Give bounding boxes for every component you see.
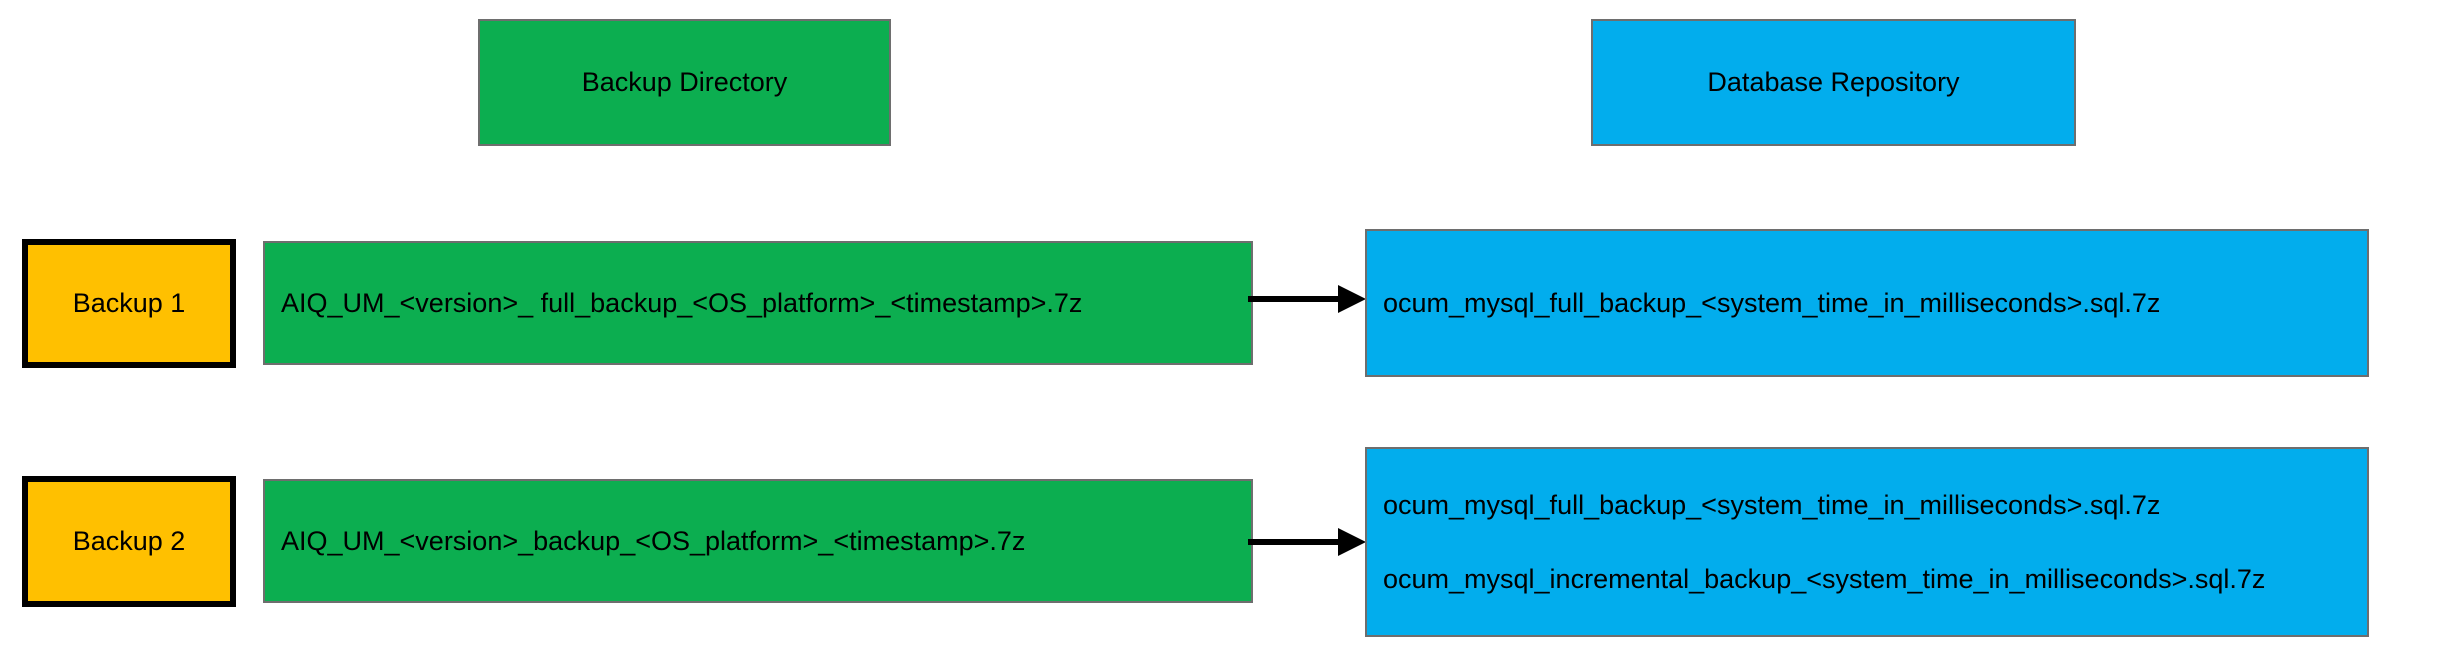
column-header-database-repository: Database Repository (1591, 19, 2076, 146)
backup-2-target-filename-1: ocum_mysql_full_backup_<system_time_in_m… (1383, 489, 2161, 520)
column-header-database-repository-label: Database Repository (1707, 67, 1960, 98)
backup-1-source-box: AIQ_UM_<version>_ full_backup_<OS_platfo… (263, 241, 1253, 365)
backup-2-source-box: AIQ_UM_<version>_backup_<OS_platform>_<t… (263, 479, 1253, 603)
backup-2-label-box: Backup 2 (22, 476, 236, 607)
arrow-backup-2 (1248, 527, 1368, 557)
backup-2-label: Backup 2 (72, 526, 186, 557)
arrow-backup-1 (1248, 284, 1368, 314)
backup-2-target-filename-2: ocum_mysql_incremental_backup_<system_ti… (1383, 564, 2266, 594)
backup-2-source-filename: AIQ_UM_<version>_backup_<OS_platform>_<t… (281, 525, 1026, 556)
backup-2-target-box: ocum_mysql_full_backup_<system_time_in_m… (1365, 447, 2369, 637)
backup-1-source-filename: AIQ_UM_<version>_ full_backup_<OS_platfo… (281, 287, 1083, 318)
backup-1-label: Backup 1 (72, 288, 186, 319)
column-header-backup-directory-label: Backup Directory (581, 67, 788, 98)
column-header-backup-directory: Backup Directory (478, 19, 891, 146)
backup-1-target-box: ocum_mysql_full_backup_<system_time_in_m… (1365, 229, 2369, 377)
backup-1-target-filename-1: ocum_mysql_full_backup_<system_time_in_m… (1383, 287, 2161, 318)
backup-1-label-box: Backup 1 (22, 239, 236, 368)
